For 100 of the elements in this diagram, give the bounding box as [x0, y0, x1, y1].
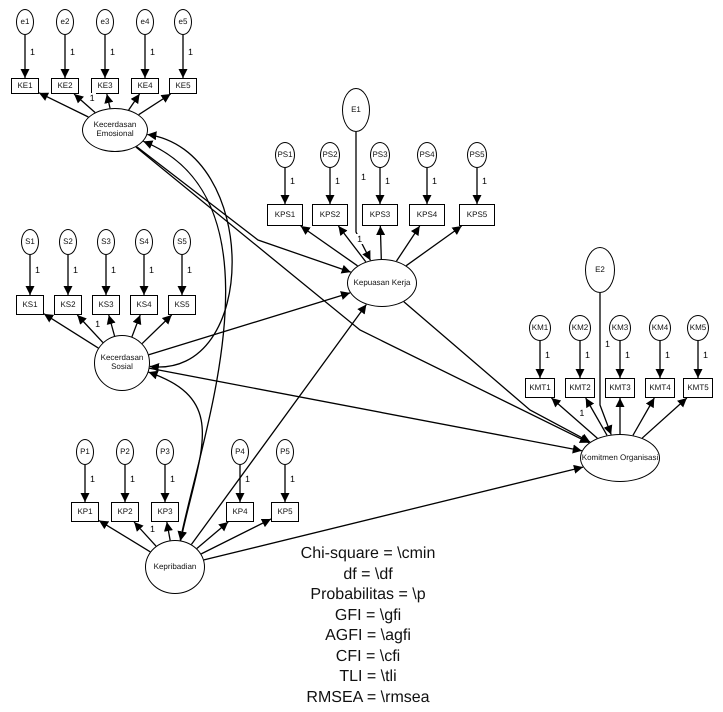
node-label: S4 [139, 238, 149, 246]
path-arrow [104, 94, 114, 108]
indicator-box [271, 502, 299, 522]
edge-label: 1 [72, 265, 80, 275]
path-arrow [25, 255, 35, 295]
edge-label: 1 [186, 265, 194, 275]
error-term-ellipse [97, 229, 115, 255]
node-label: PS2 [322, 150, 338, 160]
path-arrow [101, 255, 111, 295]
path-arrow [20, 35, 30, 78]
edge-label: 1 [544, 350, 552, 360]
path-arrow [63, 255, 73, 295]
node-label: Komitmen Organisasi [582, 454, 658, 462]
node-label: KS3 [98, 300, 114, 310]
path-arrow [80, 465, 90, 502]
error-term-ellipse [585, 247, 615, 293]
path-arrow [136, 146, 351, 274]
edge-label: 1 [244, 474, 252, 484]
edge-label: 1 [88, 93, 96, 104]
node-label: Kepribadian [154, 562, 196, 572]
path-arrow [74, 94, 96, 113]
path-arrow [204, 464, 584, 561]
path-arrow [106, 314, 116, 336]
node-label: KPS1 [274, 210, 296, 220]
error-term-ellipse [76, 439, 94, 465]
edge-label: 1 [69, 46, 76, 56]
edge-label: 1 [34, 265, 42, 275]
indicator-box [151, 502, 179, 522]
fit-statistic: AGFI = \agfi [324, 627, 412, 645]
node-label: KM2 [572, 324, 588, 332]
edge-label: 1 [129, 474, 136, 484]
path-arrow [134, 522, 156, 547]
path-arrow [120, 465, 130, 502]
node-label: KS4 [136, 300, 152, 310]
path-arrow [693, 341, 703, 378]
node-label: KMT3 [609, 384, 631, 392]
path-arrow [196, 522, 229, 549]
path-arrow [128, 94, 140, 110]
edge-label: 1 [169, 474, 176, 484]
indicator-box [312, 204, 348, 226]
indicator-box [54, 295, 82, 315]
edge-label: 1 [431, 176, 438, 186]
covariance-arrow [148, 371, 204, 541]
edge-label: 1 [110, 265, 118, 275]
node-label: PS3 [372, 150, 388, 160]
fit-statistic: TLI = \tli [338, 668, 398, 686]
path-arrow [615, 341, 625, 378]
edge-label: 1 [702, 350, 710, 360]
node-label: Kecerdasan Sosial [100, 354, 144, 372]
node-label: PS1 [277, 150, 293, 160]
error-term-ellipse [275, 142, 295, 168]
node-label: PS5 [469, 150, 485, 160]
edge-label: 1 [360, 172, 368, 182]
path-arrow [76, 314, 104, 343]
path-arrow [422, 168, 432, 204]
node-label: P2 [120, 448, 130, 456]
error-term-ellipse [56, 9, 74, 35]
path-arrow [140, 35, 150, 78]
path-arrow [98, 520, 151, 552]
path-arrow [164, 522, 173, 540]
edge-label: 1 [289, 474, 296, 484]
path-arrow [355, 132, 372, 261]
path-arrow [131, 314, 142, 338]
node-label: Kecerdasan Emosional [92, 121, 138, 139]
fit-statistic: RMSEA = \rmsea [305, 688, 431, 706]
node-label: KS1 [22, 300, 38, 310]
path-arrow [160, 465, 170, 502]
node-label: e1 [20, 18, 30, 26]
error-term-ellipse [529, 315, 551, 341]
node-label: KP4 [232, 508, 248, 516]
path-arrow [200, 518, 272, 554]
node-label: KP3 [157, 508, 173, 516]
edge-label: 1 [334, 176, 342, 186]
node-label: KM3 [612, 324, 628, 332]
node-label: KS2 [60, 300, 76, 310]
indicator-box [362, 204, 398, 226]
fit-statistic: Probabilitas = \p [309, 586, 427, 604]
edge-label: 1 [94, 318, 102, 329]
indicator-box [168, 295, 196, 315]
error-term-ellipse [96, 9, 114, 35]
path-arrow [190, 304, 367, 545]
node-label: KMT2 [569, 384, 591, 392]
indicator-box [130, 295, 158, 315]
node-label: E1 [351, 106, 361, 114]
edge-label: 1 [289, 176, 296, 186]
node-label: E2 [595, 266, 605, 274]
node-label: KM5 [690, 324, 706, 332]
indicator-box [71, 502, 99, 522]
error-term-ellipse [687, 315, 709, 341]
edge-label: 1 [604, 339, 612, 349]
node-label: e2 [60, 18, 70, 26]
covariance-arrow [142, 140, 226, 541]
node-label: KPS5 [466, 210, 488, 220]
node-label: KE1 [17, 82, 33, 90]
node-label: S2 [63, 238, 73, 246]
path-arrow [138, 93, 171, 116]
edge-label: 1 [187, 46, 194, 56]
error-term-ellipse [370, 142, 390, 168]
node-label: P1 [80, 448, 90, 456]
error-term-ellipse [231, 439, 249, 465]
